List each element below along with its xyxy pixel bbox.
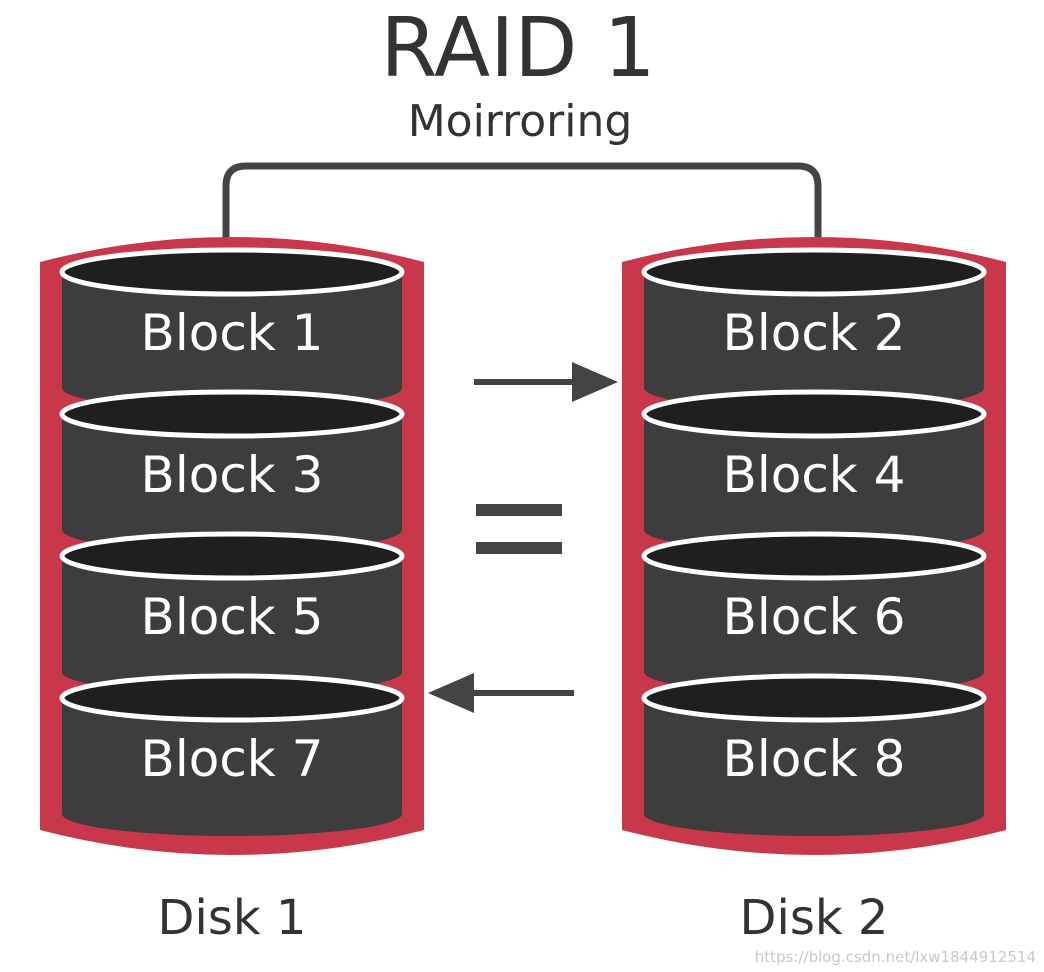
platter-1-4: Block 7 [59, 673, 405, 836]
block-label: Block 5 [141, 588, 324, 646]
platter-top [641, 673, 987, 723]
platter-body [644, 272, 984, 410]
disk-2-platters: Block 2 Block 4 Block 6 Block 8 [641, 247, 987, 836]
block-label: Block 7 [141, 730, 324, 788]
platter-2-2: Block 4 [641, 389, 987, 552]
platter-body [644, 414, 984, 552]
block-label: Block 2 [723, 304, 906, 362]
platter-body [62, 556, 402, 694]
arrow-left-icon [428, 673, 574, 713]
watermark-text: https://blog.csdn.net/lxw1844912514 [755, 948, 1036, 966]
platter-2-4: Block 8 [641, 673, 987, 836]
platter-top [641, 247, 987, 297]
platter-body [644, 556, 984, 694]
platter-body [644, 698, 984, 836]
platter-2-1: Block 2 [641, 247, 987, 410]
block-label: Block 1 [141, 304, 324, 362]
arrow-right-icon [474, 362, 618, 402]
block-label: Block 3 [141, 446, 324, 504]
platter-body [62, 414, 402, 552]
platter-body [62, 272, 402, 410]
platter-top [59, 247, 405, 297]
platter-top [59, 531, 405, 581]
diagram-subtitle: Moirroring [408, 96, 633, 147]
platter-top [641, 389, 987, 439]
platter-top [59, 673, 405, 723]
disk-1-platters: Block 1 Block 3 Block 5 Block 7 [59, 247, 405, 836]
block-label: Block 4 [723, 446, 906, 504]
disk-1-label: Disk 1 [158, 890, 307, 946]
mirror-connector-line [222, 162, 822, 276]
platter-1-2: Block 3 [59, 389, 405, 552]
block-label: Block 8 [723, 730, 906, 788]
platter-2-3: Block 6 [641, 531, 987, 694]
platter-top [641, 531, 987, 581]
platter-top [59, 389, 405, 439]
diagram-title: RAID 1 [380, 1, 655, 96]
platter-1-3: Block 5 [59, 531, 405, 694]
platter-body [62, 698, 402, 836]
platter-1-1: Block 1 [59, 247, 405, 410]
block-label: Block 6 [723, 588, 906, 646]
equals-icon [476, 504, 562, 554]
disk-2-label: Disk 2 [740, 890, 889, 946]
